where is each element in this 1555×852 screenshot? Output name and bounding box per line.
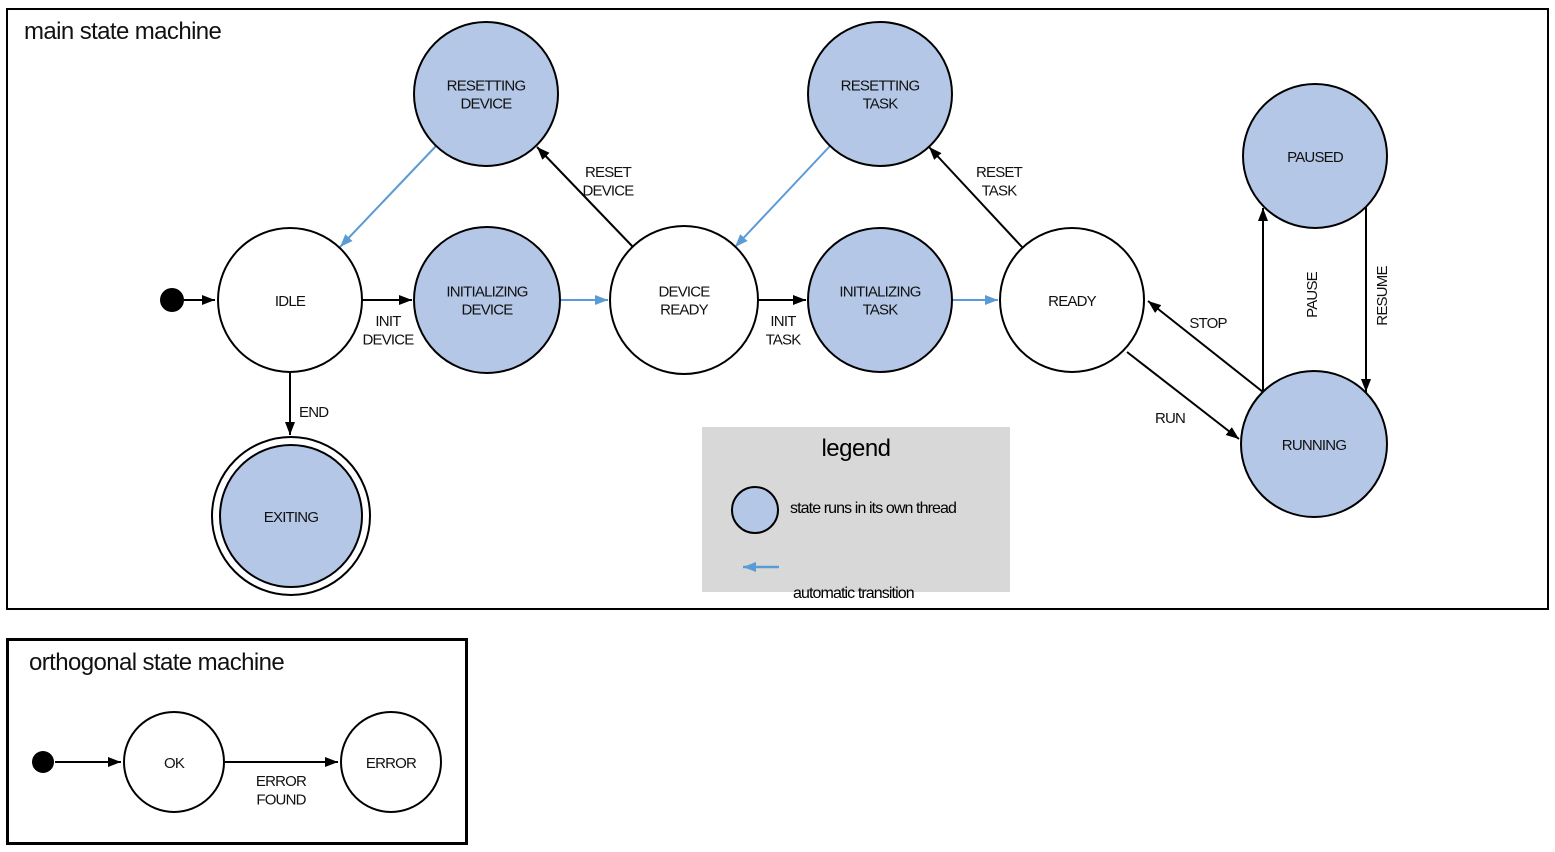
legend-label-automatic-transition: automatic transition	[793, 585, 915, 602]
legend-label-thread-state: state runs in its own thread	[790, 500, 957, 517]
legend-title: legend	[821, 435, 891, 462]
orthogonal-panel-title: orthogonal state machine	[29, 649, 285, 676]
main-panel-title: main state machine	[24, 18, 222, 45]
legend-box: legend state runs in its own thread auto…	[702, 427, 1010, 602]
orthogonal-state-machine-panel: orthogonal state machine	[6, 638, 468, 845]
